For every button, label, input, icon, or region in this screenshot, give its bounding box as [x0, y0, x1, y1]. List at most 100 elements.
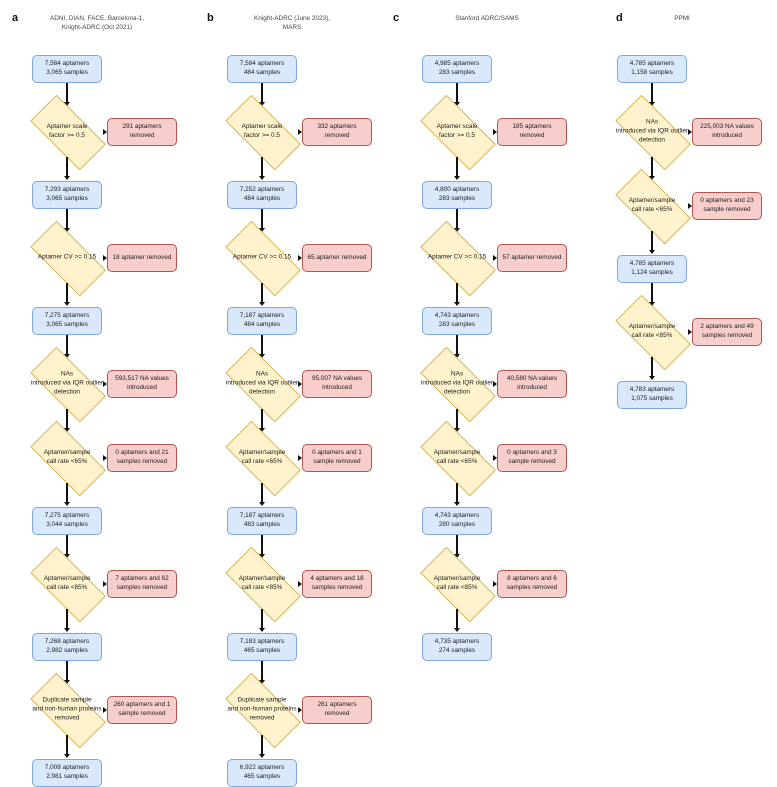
decision-diamond — [225, 421, 301, 497]
flow-arrow-icon — [454, 501, 460, 506]
flow-arrow-icon — [64, 753, 70, 758]
flow-connector — [261, 335, 263, 355]
flow-connector — [651, 157, 653, 177]
flow-arrow-icon — [64, 175, 70, 180]
decision-node: Aptamer CV >= 0.15 — [19, 221, 115, 297]
removed-box: 65 aptamer removed — [302, 244, 372, 272]
panel-letter-d: d — [616, 12, 623, 24]
flow-connector — [261, 609, 263, 629]
decision-diamond — [225, 347, 301, 423]
branch-arrow-icon — [102, 581, 107, 587]
flow-connector — [456, 483, 458, 503]
branch-arrow-icon — [492, 255, 497, 261]
flow-connector — [261, 535, 263, 555]
flow-connector — [66, 209, 68, 229]
flow-arrow-icon — [259, 353, 265, 358]
branch-arrow-icon — [687, 329, 692, 335]
flow-arrow-icon — [64, 101, 70, 106]
branch-arrow-icon — [492, 455, 497, 461]
flow-connector — [651, 83, 653, 103]
decision-diamond — [225, 673, 301, 749]
flow-arrow-icon — [454, 301, 460, 306]
removed-text: 57 aptamer removed — [502, 253, 562, 261]
branch-arrow-icon — [102, 707, 107, 713]
flow-connector — [66, 409, 68, 429]
flow-arrow-icon — [259, 627, 265, 632]
flow-connector — [261, 83, 263, 103]
decision-node: Aptamer CV >= 0.15 — [409, 221, 505, 297]
decision-diamond — [30, 221, 106, 297]
decision-diamond — [420, 221, 496, 297]
panel-title-c: Stanford ADRC/SAMS — [455, 15, 519, 22]
flow-connector — [261, 283, 263, 303]
decision-diamond — [30, 421, 106, 497]
flow-arrow-icon — [454, 427, 460, 432]
panel-title-b: Knight-ADRC (June 2023), MARS — [253, 15, 330, 32]
branch-arrow-icon — [687, 129, 692, 135]
removed-box: 18 aptamer removed — [107, 244, 177, 272]
removed-box: 57 aptamer removed — [497, 244, 567, 272]
flow-arrow-icon — [64, 501, 70, 506]
branch-arrow-icon — [297, 455, 302, 461]
removed-text: 18 aptamer removed — [112, 253, 172, 261]
flow-arrow-icon — [64, 627, 70, 632]
flow-arrow-icon — [259, 175, 265, 180]
flow-connector — [651, 231, 653, 251]
flow-arrow-icon — [649, 301, 655, 306]
branch-arrow-icon — [297, 707, 302, 713]
flow-arrow-icon — [64, 427, 70, 432]
branch-arrow-icon — [102, 455, 107, 461]
flow-connector — [261, 409, 263, 429]
flow-arrow-icon — [454, 627, 460, 632]
panel-letter-a: a — [12, 12, 19, 24]
decision-diamond — [420, 347, 496, 423]
panel-title-a: ADNI, DIAN, FACE, Barcelona-1, Knight-AD… — [49, 15, 145, 32]
flow-connector — [261, 661, 263, 681]
flow-arrow-icon — [649, 101, 655, 106]
flow-connector — [66, 483, 68, 503]
flow-arrow-icon — [454, 553, 460, 558]
decision-diamond — [30, 547, 106, 623]
